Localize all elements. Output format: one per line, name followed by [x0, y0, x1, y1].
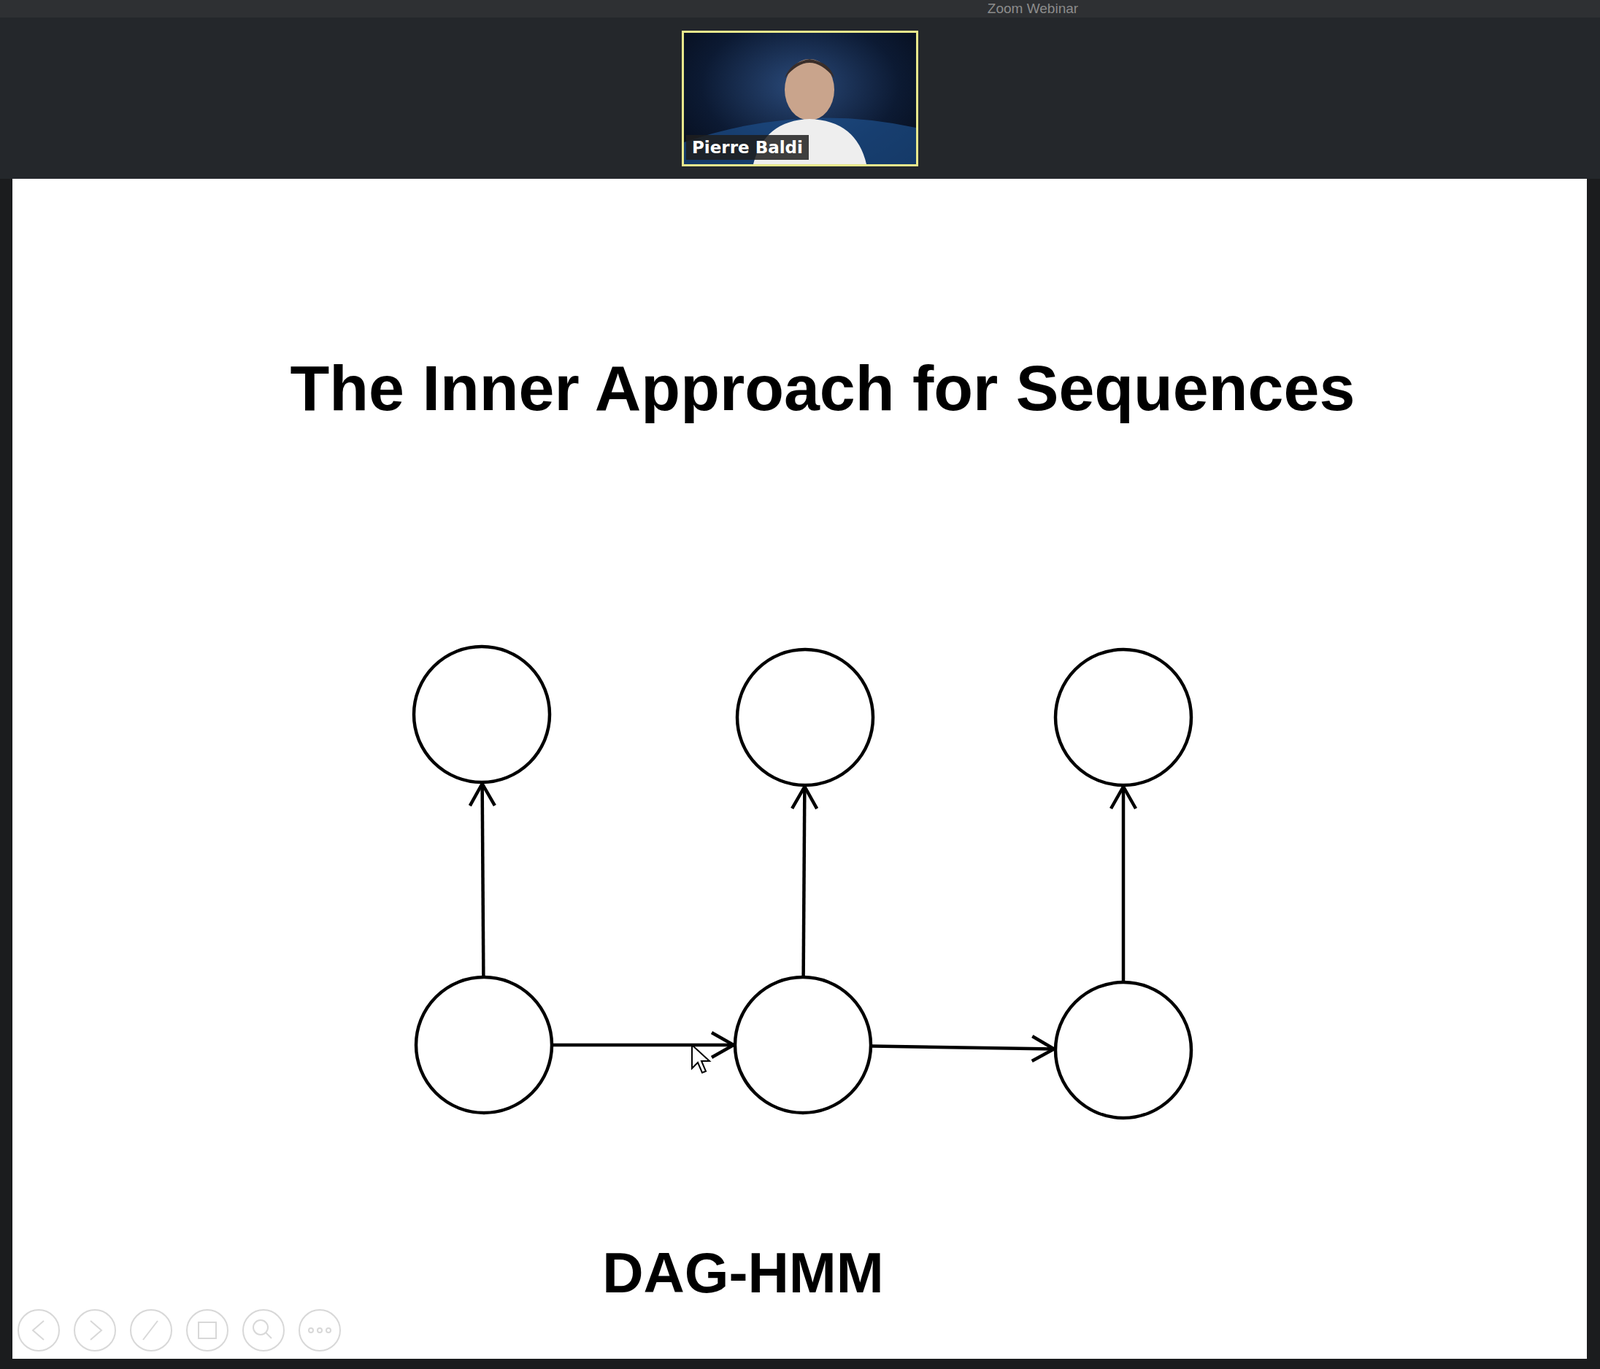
circle-outline [413, 975, 555, 1116]
caption: DAG-HMM [602, 1240, 884, 1307]
state-circle [732, 975, 873, 1116]
circle-outline [735, 647, 876, 788]
state-circle [1053, 647, 1194, 788]
window-title: Zoom Webinar [987, 0, 1079, 17]
circle-outline [732, 975, 873, 1116]
circle-outline [1053, 980, 1194, 1121]
circle-outline [1053, 647, 1194, 788]
arrow-connector [791, 786, 817, 976]
state-circle [413, 975, 555, 1116]
state-circle [411, 644, 552, 785]
arrow-connector [1110, 786, 1136, 982]
arrow-connector [872, 1036, 1055, 1062]
circle-outline [411, 644, 552, 785]
slide-title: The Inner Approach for Sequences [290, 351, 1356, 426]
participant-name: Pierre Baldi [686, 135, 809, 160]
arrow-connector [470, 783, 495, 976]
state-circle [1053, 980, 1194, 1121]
arrow-connector [553, 1032, 734, 1058]
state-circle [735, 647, 876, 788]
title-strip [0, 0, 1600, 18]
